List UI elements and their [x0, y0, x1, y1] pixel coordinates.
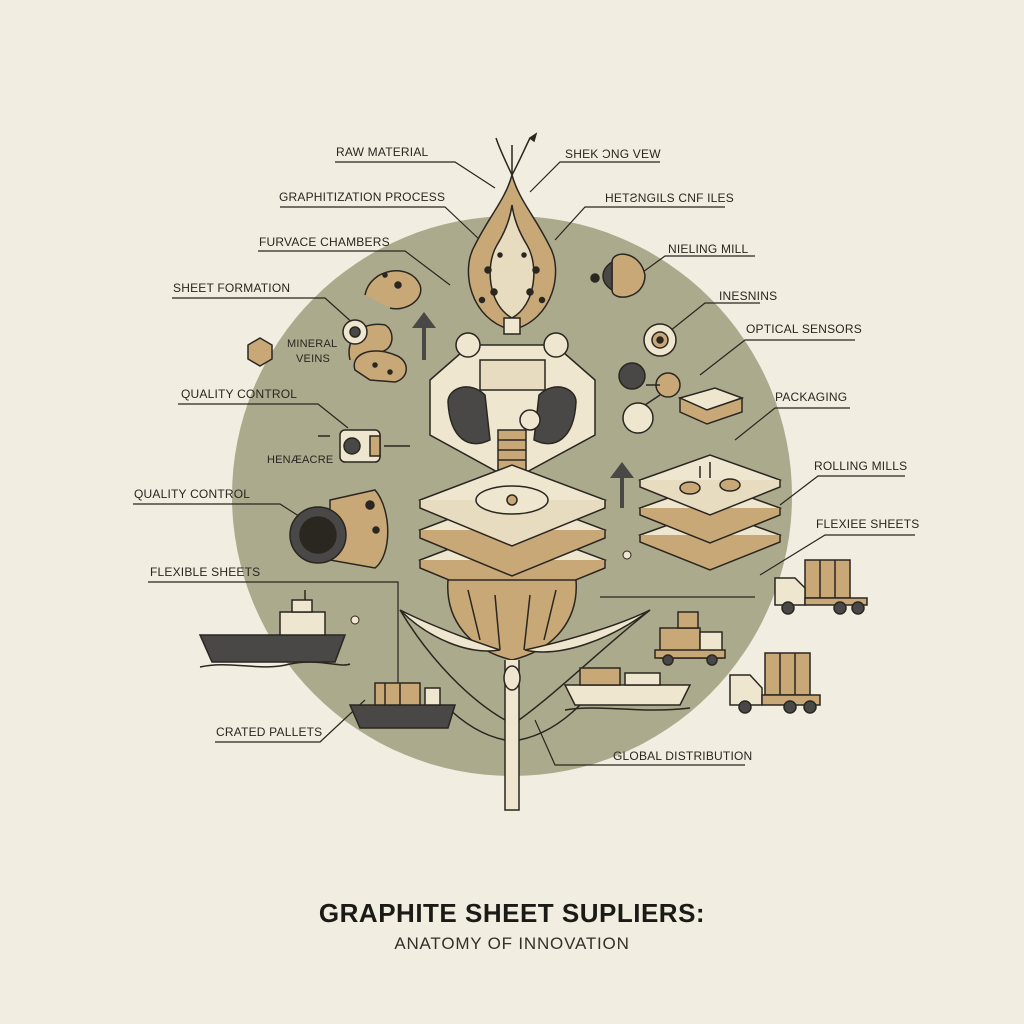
label-quality-control-bottom: QUALITY CONTROL: [134, 487, 251, 501]
decor-dot: [622, 550, 632, 560]
up-arrow-icon-right: [610, 462, 634, 508]
label-graphitization-process: GRAPHITIZATION PROCESS: [279, 190, 446, 204]
truck-upper-right: [774, 559, 868, 615]
inspection-camera: [289, 489, 389, 569]
label-rolling-mills: ROLLING MILLS: [814, 459, 908, 473]
label-optical-sensors: OPTICAL SENSORS: [746, 322, 862, 336]
label-hetzngils: HETƧNGILS CNF ILES: [605, 191, 734, 205]
nieling-mill: [590, 253, 646, 298]
quality-control-device: [318, 429, 410, 463]
page-title: GRAPHITE SHEET SUPLIERS:: [318, 898, 706, 928]
mineral-hexagon-icon: [247, 337, 273, 367]
page-subtitle: ANATOMY OF INNOVATION: [394, 934, 630, 953]
optical-sensor-lens: [643, 323, 677, 357]
label-global-distribution: GLOBAL DISTRIBUTION: [613, 749, 753, 763]
up-arrow-icon-left: [412, 312, 436, 360]
label-mineral: MINERAL: [287, 338, 338, 350]
sensor-cluster: [618, 362, 681, 434]
label-crated-pallets: CRATED PALLETS: [216, 725, 323, 739]
label-nieling-mill: NIELING MILL: [668, 242, 749, 256]
label-packaging: PACKAGING: [775, 390, 848, 404]
cargo-ship-center: [348, 682, 457, 729]
label-raw-material: RAW MATERIAL: [336, 145, 429, 159]
truck-lower-right: [729, 652, 821, 714]
label-flexiee-sheets: FLEXIEE SHEETS: [816, 517, 920, 531]
decor-dot: [350, 615, 360, 625]
truck-middle: [654, 611, 726, 666]
label-inesnins: INESNINS: [719, 289, 778, 303]
label-furnace-chambers: FURVACE CHAMBERS: [259, 235, 390, 249]
cargo-ship-left: [198, 590, 351, 668]
label-flexible-sheets: FLEXIBLE SHEETS: [150, 565, 261, 579]
furnace-coil: [342, 270, 422, 383]
label-sheet-formation: SHEET FORMATION: [173, 281, 291, 295]
label-veins: VEINS: [296, 353, 331, 365]
furnace-chamber: [429, 332, 596, 481]
sheet-stack: [417, 464, 608, 607]
packaging-box: [677, 387, 745, 425]
leader-lines: [133, 161, 915, 766]
root-trunk: [399, 579, 651, 811]
label-shek-view: SHEK ƆNG VEW: [565, 147, 661, 161]
raw-material-pod: [467, 132, 557, 335]
rolling-mill-stack: [637, 454, 783, 571]
label-quality-control-top: QUALITY CONTROL: [181, 387, 298, 401]
label-henacre: HENÆACRE: [267, 454, 334, 466]
cargo-ship-right: [563, 667, 692, 711]
